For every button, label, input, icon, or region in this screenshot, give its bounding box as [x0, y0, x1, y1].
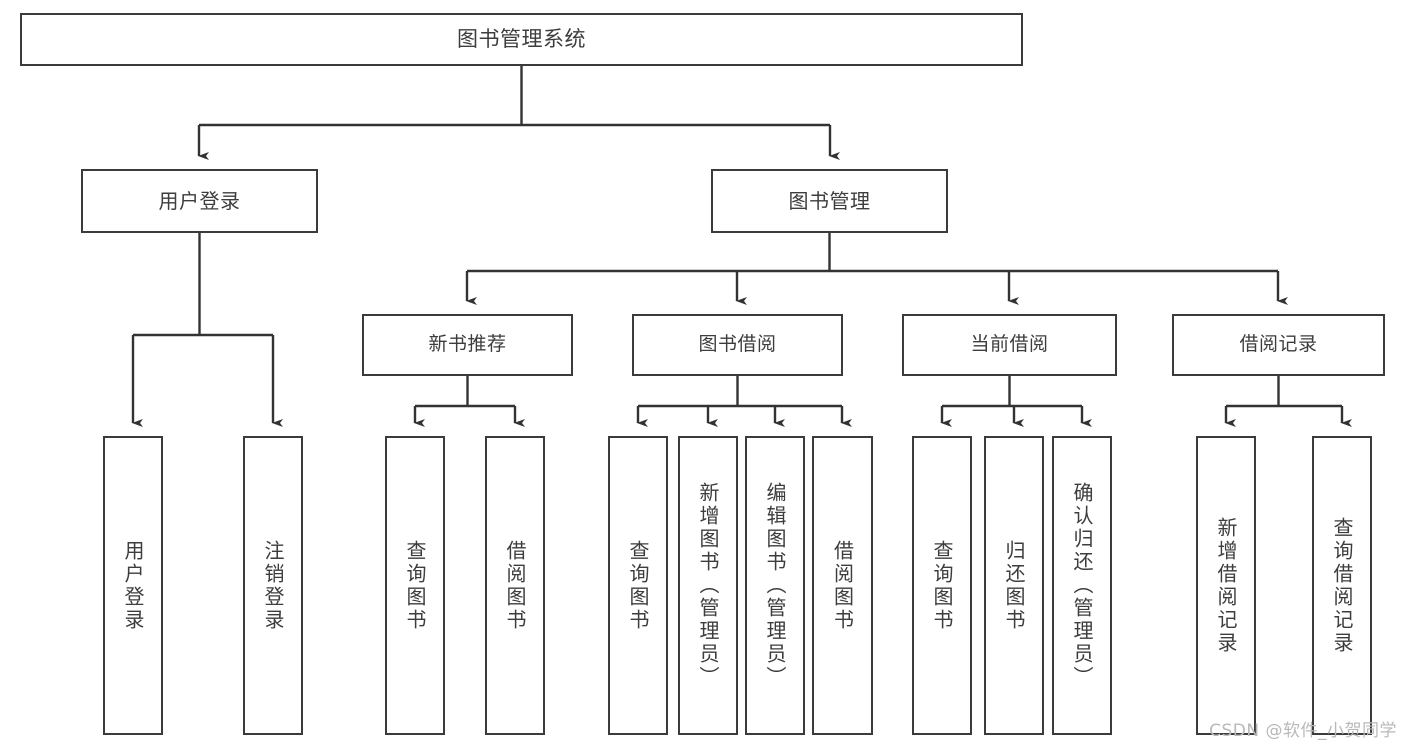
- leaf-label: 注销登录: [261, 539, 285, 632]
- leaf-label: 借阅图书: [503, 539, 527, 632]
- node-user-login[interactable]: 用户登录: [81, 169, 318, 233]
- node-leaf-confirm-return[interactable]: 确认归还（管理员）: [1052, 436, 1112, 735]
- node-leaf-query-record[interactable]: 查询借阅记录: [1312, 436, 1372, 735]
- node-book-manage[interactable]: 图书管理: [711, 169, 948, 233]
- leaf-label: 借阅图书: [830, 539, 855, 632]
- leaf-label: 查询图书: [403, 539, 427, 632]
- node-leaf-add-book[interactable]: 新增图书（管理员）: [678, 436, 738, 735]
- node-leaf-query-book-2[interactable]: 查询图书: [608, 436, 668, 735]
- node-borrow-record[interactable]: 借阅记录: [1172, 314, 1385, 376]
- leaf-label: 归还图书: [1002, 539, 1026, 632]
- node-leaf-user-login[interactable]: 用户登录: [103, 436, 163, 735]
- node-current-borrow[interactable]: 当前借阅: [902, 314, 1117, 376]
- node-new-book-recommend[interactable]: 新书推荐: [362, 314, 573, 376]
- node-leaf-return-book[interactable]: 归还图书: [984, 436, 1044, 735]
- leaf-label: 确认归还（管理员）: [1070, 482, 1094, 689]
- leaf-label: 查询图书: [626, 539, 650, 632]
- node-root-system[interactable]: 图书管理系统: [20, 13, 1023, 66]
- node-book-borrow[interactable]: 图书借阅: [632, 314, 843, 376]
- node-leaf-edit-book[interactable]: 编辑图书（管理员）: [745, 436, 805, 735]
- node-leaf-add-record[interactable]: 新增借阅记录: [1196, 436, 1256, 735]
- node-leaf-query-book-1[interactable]: 查询图书: [385, 436, 445, 735]
- node-leaf-borrow-book-1[interactable]: 借阅图书: [485, 436, 545, 735]
- node-leaf-logout[interactable]: 注销登录: [243, 436, 303, 735]
- leaf-label: 编辑图书（管理员）: [763, 482, 787, 689]
- leaf-label: 查询借阅记录: [1330, 516, 1354, 655]
- node-leaf-query-book-3[interactable]: 查询图书: [912, 436, 972, 735]
- leaf-label: 查询图书: [930, 539, 954, 632]
- leaf-label: 用户登录: [121, 539, 145, 632]
- csdn-watermark: CSDN @软件_小贺同学: [1209, 721, 1397, 741]
- leaf-label: 新增图书（管理员）: [696, 482, 720, 689]
- node-leaf-borrow-book-2[interactable]: 借阅图书: [812, 436, 873, 735]
- leaf-label: 新增借阅记录: [1214, 516, 1238, 655]
